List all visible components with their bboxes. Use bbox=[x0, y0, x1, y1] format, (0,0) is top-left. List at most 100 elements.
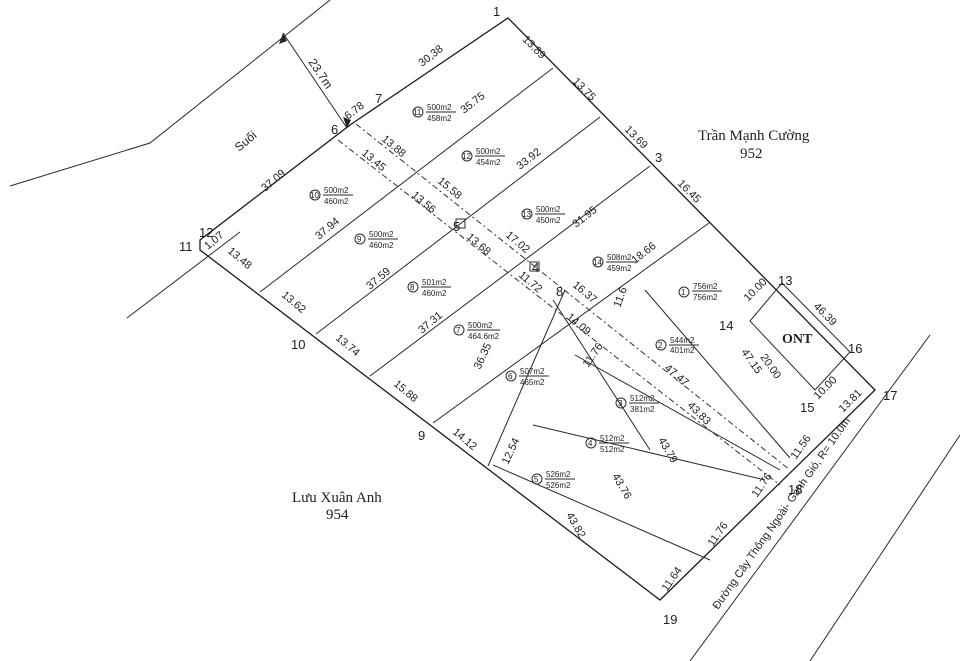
dim-label: 13.68 bbox=[464, 231, 493, 258]
lot-9: 9 500m2 460m2 bbox=[354, 230, 398, 250]
dim-label: 16.37 bbox=[570, 279, 599, 306]
dim-label: 15.88 bbox=[391, 378, 420, 405]
lot-area-a: 544m2 bbox=[670, 336, 695, 345]
lot-area-a: 500m2 bbox=[369, 230, 394, 239]
marker-4 bbox=[529, 261, 540, 272]
lot-circle bbox=[521, 208, 533, 220]
lot-6: 6 507m2 465m2 bbox=[505, 367, 549, 387]
dim-label: 10.00 bbox=[812, 374, 840, 402]
point-1: 1 bbox=[493, 4, 500, 19]
parcel-boundary bbox=[199, 17, 876, 601]
dim-label: 13.88 bbox=[379, 133, 408, 160]
dim-label: 11.6 bbox=[612, 286, 630, 309]
lot-area-b: 465m2 bbox=[520, 378, 545, 387]
dim-label: 43.79 bbox=[655, 436, 679, 466]
lot-line-e bbox=[487, 289, 566, 467]
dim-label: 33.92 bbox=[514, 146, 543, 172]
lot-area-a: 501m2 bbox=[422, 278, 447, 287]
lot-area-b: 756m2 bbox=[693, 293, 718, 302]
dim-label: 13.81 bbox=[837, 387, 865, 415]
lot-circle bbox=[505, 370, 517, 382]
lot-13: 13 500m2 450m2 bbox=[521, 205, 565, 225]
point-7: 7 bbox=[375, 91, 382, 106]
lot-2: 2 544m2 401m2 bbox=[655, 336, 699, 355]
point-6: 6 bbox=[331, 122, 338, 137]
lot-area-b: 460m2 bbox=[324, 197, 349, 206]
lot-number: 13 bbox=[522, 210, 531, 219]
point-9: 9 bbox=[418, 428, 425, 443]
lot-area-a: 500m2 bbox=[324, 186, 349, 195]
lot-area-b: 460m2 bbox=[369, 241, 394, 250]
stream-distance-line bbox=[282, 32, 348, 129]
point-19: 19 bbox=[663, 612, 677, 627]
ont-label: ONT bbox=[782, 332, 813, 347]
dim-label: 6.78 bbox=[342, 100, 366, 123]
setback-line-2 bbox=[355, 123, 791, 471]
lot-number: 4 bbox=[588, 439, 593, 448]
stream-edge bbox=[9, 0, 331, 187]
lot-area-a: 500m2 bbox=[536, 205, 561, 214]
dim-label: 11.72 bbox=[516, 269, 544, 295]
lot-circle bbox=[407, 281, 419, 293]
dim-label: 11.56 bbox=[789, 433, 814, 462]
road-edge-lower bbox=[809, 434, 960, 661]
lot-number: 2 bbox=[658, 341, 663, 350]
lot-area-b: 454m2 bbox=[476, 158, 501, 167]
arrow-head-top bbox=[279, 33, 287, 44]
lot-number: 5 bbox=[534, 475, 539, 484]
point-18: 18 bbox=[788, 482, 802, 497]
dim-label: 30,38 bbox=[416, 43, 445, 69]
lot-circle bbox=[412, 106, 424, 118]
lot-8: 8 501m2 460m2 bbox=[407, 278, 451, 298]
lot-3: 3 512m2 381m2 bbox=[615, 394, 659, 414]
point-11: 11 bbox=[179, 239, 193, 254]
lot-4: 4 512m2 512m2 bbox=[585, 434, 629, 454]
lot-5: 5 526m2 526m2 bbox=[531, 470, 575, 490]
lot-area-a: 500m2 bbox=[476, 147, 501, 156]
dim-label: 12.54 bbox=[500, 436, 523, 466]
lot-area-b: 526m2 bbox=[546, 481, 571, 490]
lot-number: 14 bbox=[593, 258, 602, 267]
dim-label: 11.76 bbox=[750, 471, 775, 500]
marker-5 bbox=[455, 218, 466, 229]
point-16: 16 bbox=[848, 341, 862, 356]
lot-number: 3 bbox=[618, 399, 623, 408]
point-17: 17 bbox=[883, 388, 897, 403]
arrow-head-bottom bbox=[343, 117, 351, 128]
lot-area-b: 381m2 bbox=[630, 405, 655, 414]
lot-number: 10 bbox=[310, 191, 319, 200]
lot-circle bbox=[309, 189, 321, 201]
dim-label: 17.02 bbox=[503, 229, 532, 256]
dim-label: 43.82 bbox=[563, 511, 587, 541]
lot-number: 7 bbox=[456, 326, 461, 335]
lot-line-c bbox=[369, 165, 651, 377]
boundary-west-extension bbox=[126, 231, 241, 319]
setback-line-1 bbox=[337, 139, 781, 486]
dim-label: 13.62 bbox=[279, 289, 308, 316]
point-4: 4 bbox=[532, 260, 539, 275]
lot-area-a: 500m2 bbox=[468, 321, 493, 330]
lot-circle bbox=[461, 150, 473, 162]
dim-label: 36.35 bbox=[472, 341, 495, 371]
road-edge-upper bbox=[689, 334, 931, 661]
dim-label: 10.00 bbox=[742, 276, 770, 304]
lot-area-b: 458m2 bbox=[427, 114, 452, 123]
lot-circle bbox=[592, 256, 604, 268]
point-3: 3 bbox=[655, 150, 662, 165]
dim-label: 46.39 bbox=[811, 301, 839, 329]
point-5: 5 bbox=[453, 219, 460, 234]
lot-area-b: 460m2 bbox=[422, 289, 447, 298]
lot-line-i bbox=[492, 464, 711, 561]
lot-12: 12 500m2 454m2 bbox=[461, 147, 505, 167]
point-8: 8 bbox=[556, 284, 563, 299]
dim-label: 13.48 bbox=[225, 245, 254, 272]
lot-circle bbox=[655, 339, 667, 351]
dim-label: 31.95 bbox=[570, 204, 599, 230]
lot-number: 6 bbox=[508, 372, 513, 381]
lot-number: 8 bbox=[410, 283, 415, 292]
lot-area-b: 459m2 bbox=[607, 264, 632, 273]
lot-14: 14 508m2 459m2 bbox=[592, 253, 636, 273]
lot-number: 9 bbox=[357, 235, 362, 244]
lot-circle bbox=[531, 473, 543, 485]
